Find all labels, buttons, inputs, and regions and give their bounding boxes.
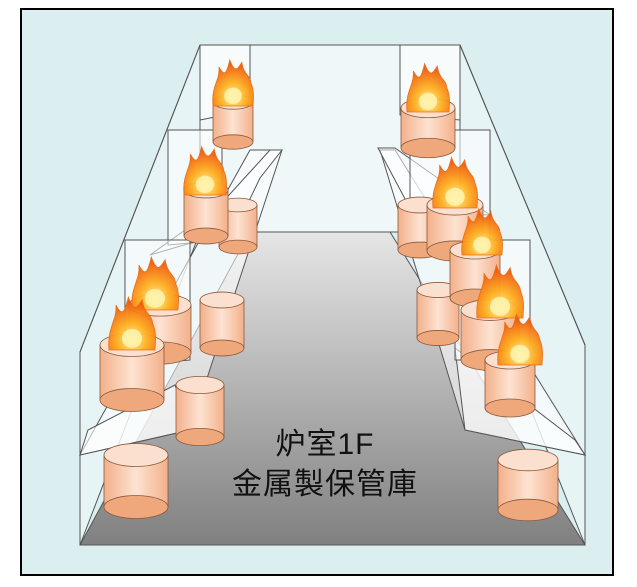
fire-icon	[108, 295, 156, 351]
drum-icon	[103, 443, 169, 519]
caption-line-1: 炉室1F	[275, 428, 375, 461]
fire-icon	[131, 255, 179, 311]
room-caption: 炉室1F 金属製保管庫	[190, 425, 460, 505]
fire-icon	[432, 156, 478, 209]
fire-icon	[406, 62, 450, 113]
fire-icon	[476, 263, 524, 319]
drum-icon	[199, 291, 245, 357]
fire-icon	[461, 207, 503, 256]
drum-icon	[497, 448, 559, 522]
right-rack	[377, 44, 587, 522]
fire-icon	[497, 313, 543, 366]
fire-icon	[183, 145, 227, 196]
fire-icon	[212, 58, 254, 107]
left-rack	[79, 44, 284, 519]
drum-icon	[175, 375, 225, 447]
caption-line-2: 金属製保管庫	[232, 468, 418, 501]
